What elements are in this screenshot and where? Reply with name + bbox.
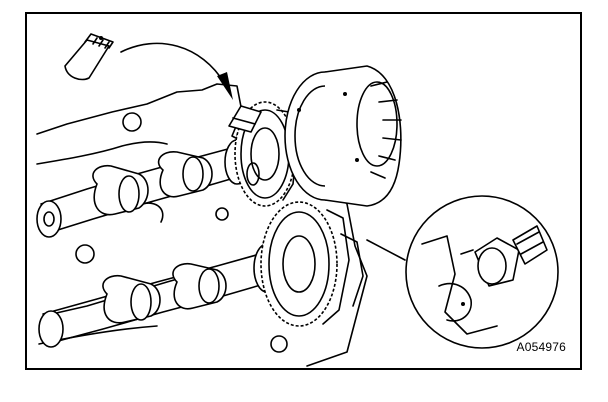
upper-camshaft <box>36 139 250 238</box>
magnifier-detail-icon <box>405 195 559 349</box>
upper-camshaft-gear <box>234 101 298 207</box>
diagram-frame: A054976 <box>25 12 582 370</box>
lower-camshaft <box>38 243 281 348</box>
bolt-icon <box>64 33 114 81</box>
lower-camshaft-gear <box>260 201 364 327</box>
camshaft-gear-illustration <box>36 33 559 367</box>
callout-leader-line <box>366 239 406 261</box>
figure-code-label: A054976 <box>516 340 566 354</box>
timing-sprocket <box>284 65 402 207</box>
curved-arrow-icon <box>120 42 233 100</box>
service-bolt-in-gear <box>228 105 262 133</box>
